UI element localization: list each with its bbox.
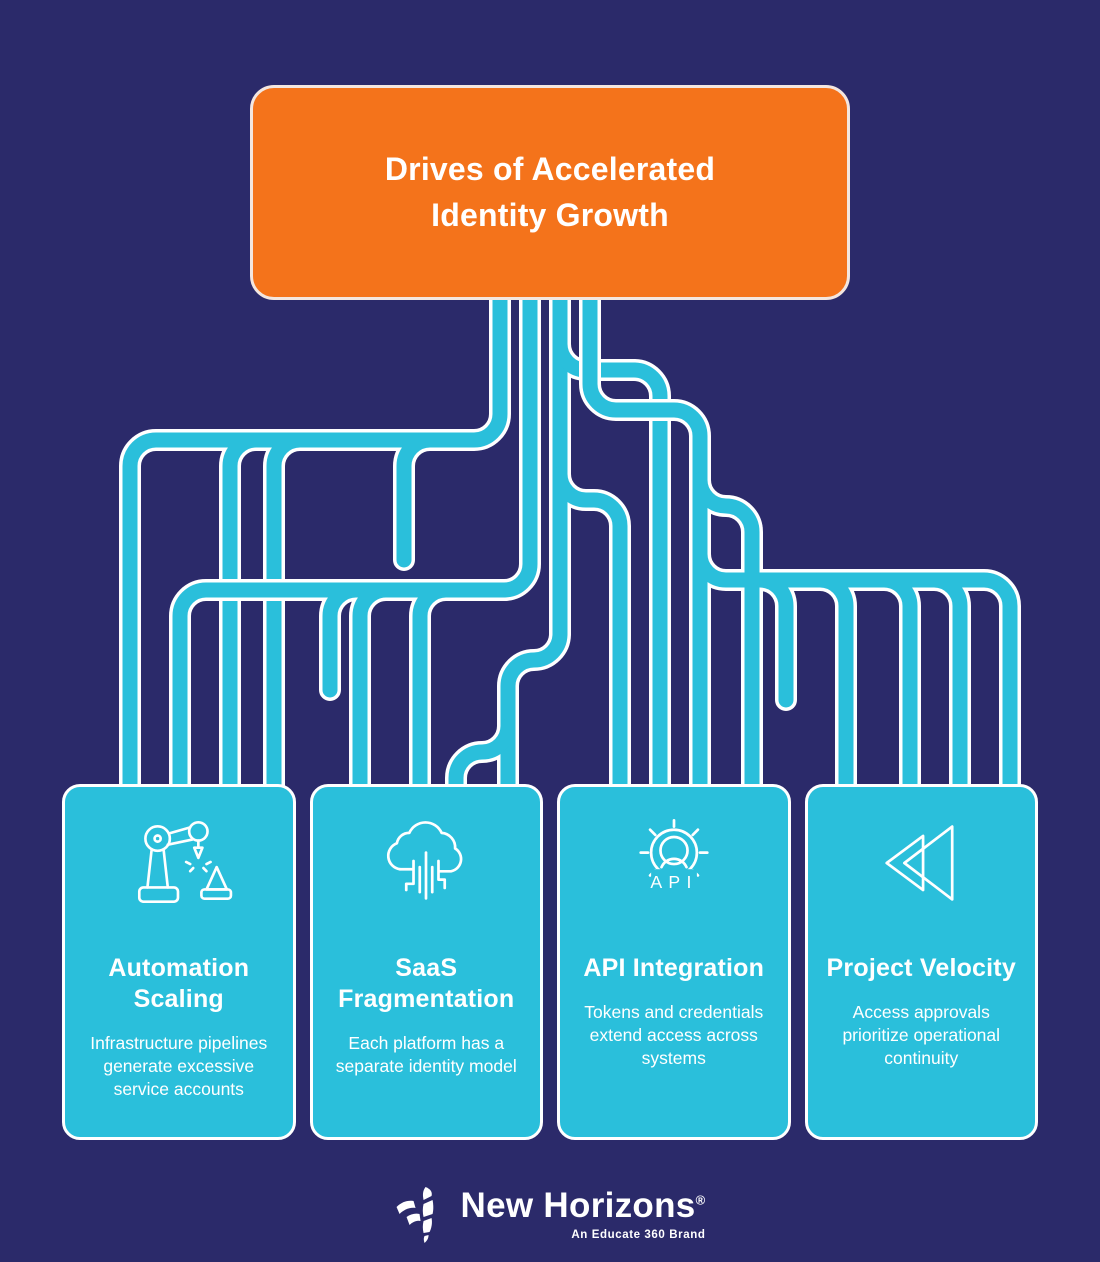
card-automation-scaling: Automation Scaling Infrastructure pipeli… (62, 784, 296, 1140)
card-heading: Project Velocity (826, 954, 1016, 982)
card-heading: API Integration (583, 954, 765, 982)
cards-row: Automation Scaling Infrastructure pipeli… (62, 784, 1038, 1140)
card-body: Tokens and credentials extend access acr… (584, 1001, 764, 1068)
cloud-circuit-icon (374, 813, 478, 913)
registered-mark: ® (695, 1191, 706, 1207)
card-project-velocity: Project Velocity Access approvals priori… (804, 784, 1038, 1140)
page-title-line1: Drives of Accelerated (384, 151, 716, 188)
brand-logo: New Horizons® An Educate 360 Brand (395, 1183, 706, 1243)
card-heading: Automation Scaling (108, 954, 250, 1013)
card-body: Access approvals prioritize operational … (842, 1001, 1001, 1068)
brand-name: New Horizons® (460, 1185, 706, 1225)
card-heading: SaaS Fragmentation (338, 954, 515, 1013)
card-saas-fragmentation: SaaS Fragmentation Each platform has a s… (309, 784, 543, 1140)
flag-icon (396, 1187, 434, 1243)
title-banner: Drives of Accelerated Identity Growth (250, 85, 850, 300)
page-title-line2: Identity Growth (431, 196, 669, 233)
robot-arm-icon (123, 813, 235, 913)
svg-text:API: API (650, 872, 697, 892)
card-body: Infrastructure pipelines generate excess… (90, 1032, 268, 1099)
gear-api-icon: API (622, 813, 726, 913)
card-api-integration: API API Integration Tokens and credentia… (557, 784, 791, 1140)
rewind-arrows-icon (869, 813, 973, 913)
card-body: Each platform has a separate identity mo… (335, 1032, 517, 1076)
brand-tagline: An Educate 360 Brand (571, 1228, 706, 1241)
